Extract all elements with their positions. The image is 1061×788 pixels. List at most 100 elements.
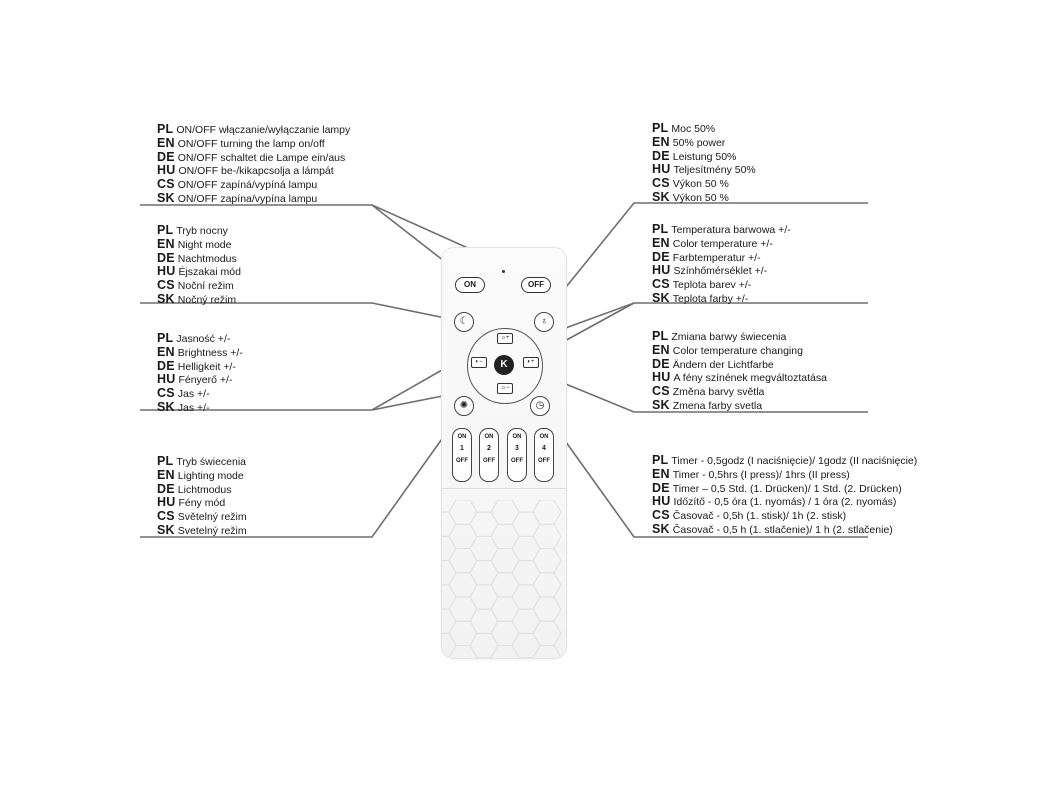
language-code: SK [157,291,175,306]
color-temp-plus-icon: ◐+ [527,359,535,365]
lighting-mode-button[interactable]: ✺ [454,396,474,416]
zone-off-label: OFF [538,458,550,464]
label-text: Fény mód [178,497,226,510]
bulb-icon: ♁ [540,316,548,327]
label-text: ON/OFF włączanie/wyłączanie lampy [176,124,351,136]
brightness-up-button[interactable]: ☼+ [497,333,513,344]
language-code: DE [157,250,175,265]
hexagon-cell [490,645,520,658]
hexagon-pattern [442,500,562,658]
hexagon-cell [490,548,520,574]
label-text: Lighting mode [177,469,244,482]
label-text: Helligkeit +/- [177,360,236,373]
language-code: CS [157,509,175,524]
label-text: Časovač - 0,5h (1. stisk)/ 1h (2. stisk) [672,510,847,523]
label-text: ON/OFF turning the lamp on/off [177,137,325,150]
label-text: Změna barvy světla [672,386,765,399]
hexagon-cell [442,511,457,537]
language-code: PL [652,121,669,135]
zone-off-label: OFF [483,458,495,464]
hexagon-cell [532,548,562,574]
language-code: EN [652,134,670,149]
zone-number: 4 [542,445,546,452]
language-code: PL [652,453,669,467]
label-text: ON/OFF zapíná/vypíná lampu [177,179,318,192]
hexagon-cell [442,500,457,513]
label-text: Výkon 50 % [672,191,729,204]
language-code: CS [157,386,175,401]
hexagon-cell [490,500,520,525]
night-mode-button[interactable]: ☾ [454,312,474,332]
timer-button[interactable]: ◷ [530,396,550,416]
language-code: CS [652,384,670,399]
color-change-button[interactable]: K [494,355,514,375]
label-text: Teplota farby +/- [672,292,749,305]
language-code: PL [157,331,174,345]
hexagon-cell [532,645,562,658]
brightness-down-button[interactable]: ☼− [497,383,513,394]
language-code: SK [652,290,670,305]
zone-1-rocker[interactable]: ON 1 OFF [452,428,472,482]
label-text: Timer - 0,5godz (I naciśnięcie)/ 1godz (… [671,455,918,467]
language-code: CS [652,277,670,292]
zone-number: 1 [460,445,464,452]
language-code: PL [157,454,174,468]
zone-4-rocker[interactable]: ON 4 OFF [534,428,554,482]
timer-icon: ◷ [535,400,545,411]
hexagon-cell [511,535,541,562]
hexagon-cell [532,620,562,646]
color-temp-minus-icon: ◐− [475,359,483,365]
hexagon-cell [442,535,457,562]
label-text: Světelný režim [177,511,247,524]
hexagon-cell [532,572,562,598]
on-button[interactable]: ON [455,277,485,293]
zone-on-label: ON [457,434,467,440]
hexagon-cell [448,500,478,525]
control-ring: ☼+ ☼− ◐− ◐+ K [467,328,543,404]
indicator-led [502,270,505,273]
zone-3-rocker[interactable]: ON 3 OFF [507,428,527,482]
color-temp-plus-button[interactable]: ◐+ [523,357,539,368]
language-code: EN [157,467,175,482]
label-text: Noční režim [177,280,234,293]
label-text: ON/OFF schaltet die Lampe ein/aus [177,151,346,164]
label-text: Tryb świecenia [176,456,247,468]
color-temp-minus-button[interactable]: ◐− [471,357,487,368]
label-text: Zmena farby svetla [672,399,763,412]
hexagon-cell [448,523,478,549]
leader-power [544,202,868,314]
label-text: Svetelný režim [177,524,247,537]
hexagon-cell [442,584,457,610]
brightness-down-icon: ☼− [500,385,510,391]
zone-2-rocker[interactable]: ON 2 OFF [479,428,499,482]
label-text: Nachtmodus [177,252,237,265]
power-50-button[interactable]: ♁ [534,312,554,332]
hexagon-cell [490,572,520,598]
off-button[interactable]: OFF [521,277,551,293]
label-text: ON/OFF be-/kikapcsolja a lámpát [178,165,334,178]
label-text: Color temperature +/- [672,237,773,250]
label-text: Fényerő +/- [178,374,233,387]
hexagon-cell [442,560,457,586]
language-code: HU [157,495,176,510]
remote-control: ON OFF ☾ ♁ ☼+ ☼− ◐− ◐+ K ✺ [442,248,566,658]
